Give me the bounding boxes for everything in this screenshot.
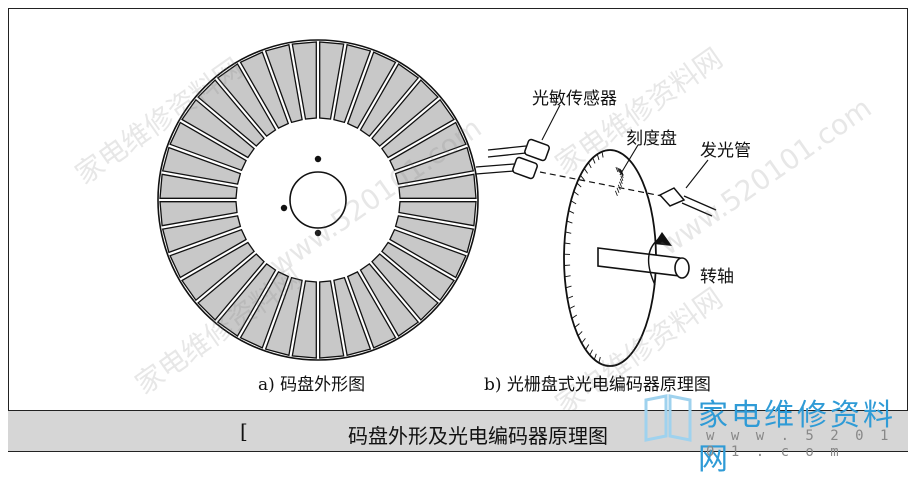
figure-caption: 码盘外形及光电编码器原理图 bbox=[348, 420, 608, 449]
sensor-leader bbox=[542, 105, 560, 140]
emitter-leader bbox=[686, 160, 708, 188]
logo-mark-icon bbox=[640, 390, 696, 446]
site-logo: 家电维修资料网 w w w . 5 2 0 1 0 1 . c o m bbox=[640, 388, 915, 458]
label-shaft: 转轴 bbox=[700, 262, 734, 287]
label-scale-disk: 刻度盘 bbox=[626, 124, 677, 149]
label-photo-sensor: 光敏传感器 bbox=[532, 84, 617, 109]
shaft-end bbox=[675, 258, 689, 278]
mounting-hole bbox=[281, 205, 287, 211]
photo-sensor-2 bbox=[476, 157, 538, 180]
mounting-hole bbox=[315, 156, 321, 162]
caption-a: a) 码盘外形图 bbox=[258, 370, 365, 395]
label-light-emitter: 发光管 bbox=[700, 136, 751, 161]
caption-mark: [ bbox=[240, 419, 248, 443]
logo-site-url: w w w . 5 2 0 1 0 1 . c o m bbox=[706, 428, 915, 460]
